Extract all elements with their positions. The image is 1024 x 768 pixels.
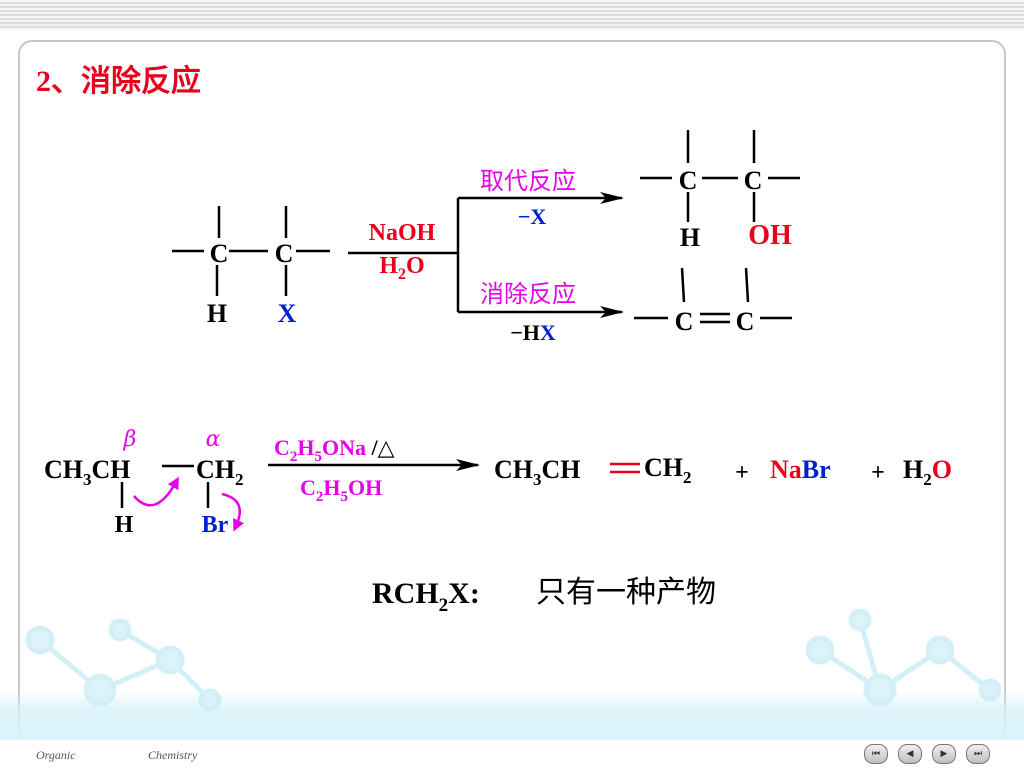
top-bar (0, 0, 1024, 30)
slide-panel (18, 40, 1006, 744)
general-reactant-carbon-1: C (210, 239, 229, 268)
general-reactant-carbon-2: C (275, 239, 294, 268)
footer-organic: Organic (36, 748, 76, 762)
water-product: H2O (903, 455, 952, 489)
background-molecule-decoration (25, 608, 1002, 712)
molecule-background-band (0, 690, 1024, 740)
footer-bar (0, 740, 1024, 768)
footer-chemistry: Chemistry (148, 748, 198, 762)
general-reactant-halogen: X (278, 299, 297, 328)
elimination-label: 消除反应 (480, 280, 576, 308)
example-reactant-formula: CH3CH (44, 455, 131, 489)
general-reactant-hydrogen: H (207, 299, 227, 328)
substitution-loss: −X (518, 204, 547, 229)
first-slide-button[interactable]: ⏮ (864, 744, 888, 764)
example-condition-top: C2H5ONa /△ (274, 435, 395, 465)
substitution-product-carbon-1: C (679, 166, 698, 195)
elimination-product (634, 267, 792, 324)
next-slide-button[interactable]: ▶ (932, 744, 956, 764)
example-product-ch2: CH2 (644, 453, 692, 487)
note-text: 只有一种产物 (536, 575, 716, 610)
electron-arrow-1 (133, 476, 179, 507)
example-reactant-ch2: CH2 (196, 455, 244, 489)
plus-sign-2: + (871, 460, 885, 486)
reagent-naoh: NaOH (369, 220, 436, 246)
example-hydrogen: H (115, 512, 134, 538)
elimination-product-carbon-1: C (675, 307, 694, 336)
beta-label: β (123, 427, 137, 452)
elimination-loss: −HX (510, 320, 556, 345)
sodium-bromide: NaBr (770, 455, 831, 484)
reagent-water: H2O (379, 253, 424, 283)
substitution-label: 取代反应 (480, 167, 576, 195)
substitution-product-hydrogen: H (680, 223, 700, 252)
last-slide-button[interactable]: ⏭ (966, 744, 990, 764)
substitution-product-carbon-2: C (744, 166, 763, 195)
general-reactant (172, 206, 330, 296)
electron-arrow-2 (221, 492, 244, 532)
alpha-label: α (206, 427, 221, 452)
plus-sign-1: + (735, 460, 749, 486)
elimination-product-carbon-2: C (736, 307, 755, 336)
note-formula: RCH2X: (372, 577, 480, 616)
previous-slide-button[interactable]: ◀ (898, 744, 922, 764)
example-bromine: Br (202, 512, 229, 538)
example-condition-bottom: C2H5OH (300, 475, 382, 505)
example-product-formula: CH3CH (494, 455, 581, 489)
slide-title: 2、消除反应 (36, 65, 201, 98)
substitution-product-hydroxyl: OH (748, 220, 792, 251)
substitution-product (640, 130, 800, 222)
